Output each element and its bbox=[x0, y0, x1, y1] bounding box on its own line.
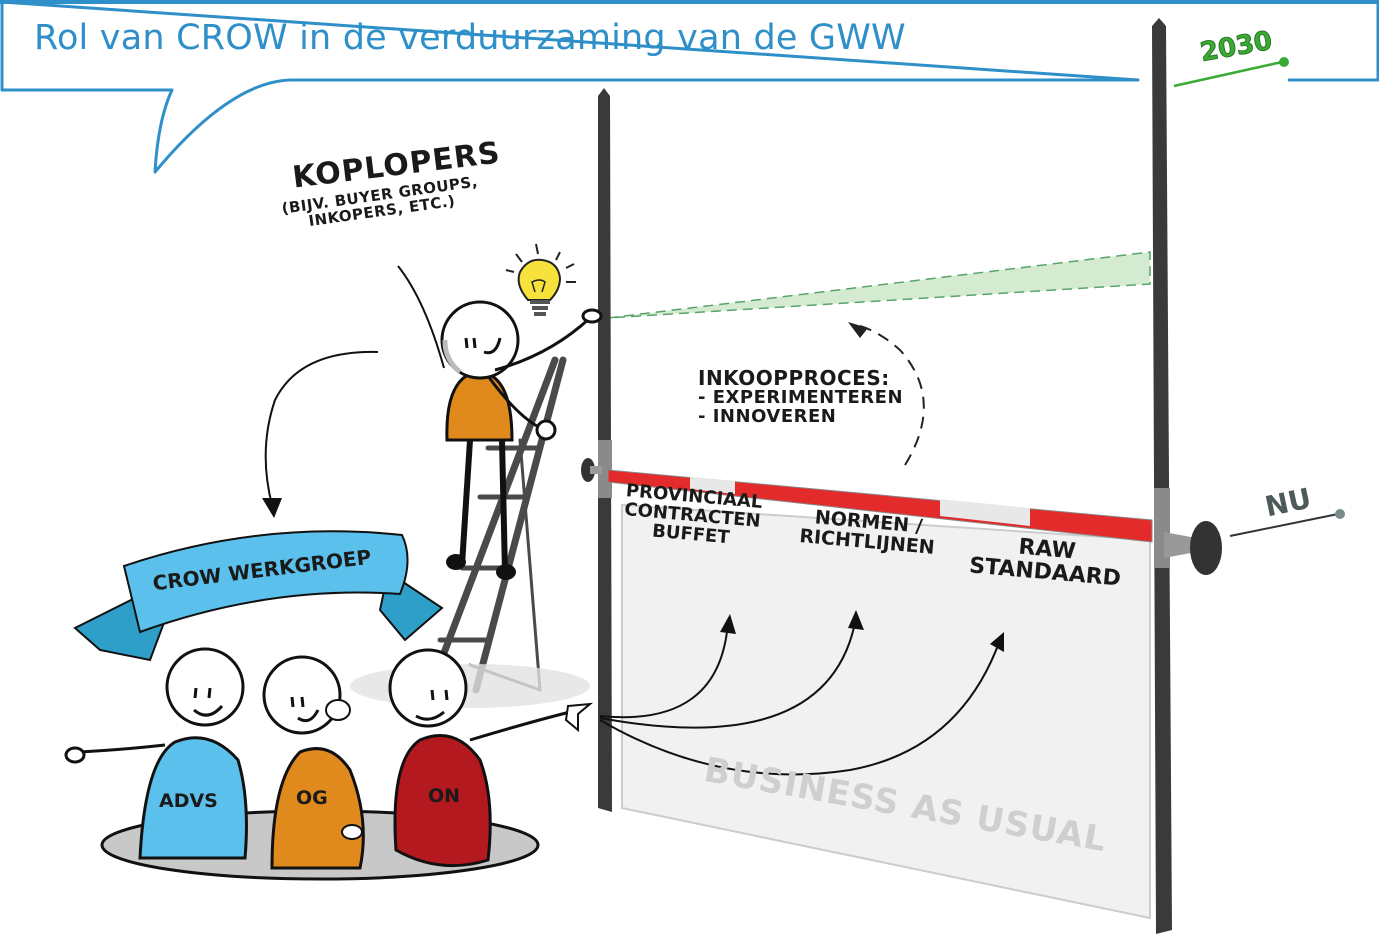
provinciaal-label: PROVINCIAAL CONTRACTEN BUFFET bbox=[622, 480, 764, 550]
advs-label: ADVS bbox=[159, 790, 218, 812]
barrier-arm bbox=[607, 469, 1153, 543]
inkoopproces-item: - EXPERIMENTEREN bbox=[698, 387, 904, 408]
inkoopproces-item: - INNOVEREN bbox=[698, 405, 837, 427]
page-title: Rol van CROW in de verduurzaming van de … bbox=[34, 18, 906, 58]
lightbulb-icon bbox=[505, 243, 576, 316]
nu-pointer bbox=[1229, 513, 1339, 537]
figure-advs bbox=[64, 647, 248, 860]
figure-og bbox=[262, 655, 365, 870]
inkoopproces-label: INKOOPPROCES: - EXPERIMENTEREN - INNOVER… bbox=[698, 368, 903, 427]
koploper-figure bbox=[440, 300, 603, 580]
2030-pointer bbox=[1173, 60, 1283, 88]
right-pole bbox=[1152, 18, 1172, 934]
og-label: OG bbox=[296, 787, 328, 809]
on-label: ON bbox=[428, 785, 461, 807]
ladder bbox=[426, 356, 567, 694]
left-knob bbox=[581, 458, 595, 482]
vision-wedge bbox=[607, 251, 1151, 319]
right-knob bbox=[1190, 521, 1222, 575]
werkgroep-arrow bbox=[264, 350, 379, 506]
koplopers-pointer bbox=[397, 265, 445, 369]
speech-bubble bbox=[0, 0, 1379, 174]
figure-on bbox=[388, 648, 594, 868]
business-as-usual-panel bbox=[621, 503, 1151, 920]
left-pole bbox=[598, 88, 612, 812]
influence-arrows bbox=[599, 617, 1001, 776]
inkoopproces-title: INKOOPPROCES: bbox=[698, 366, 890, 390]
werkgroep-banner bbox=[73, 530, 444, 662]
